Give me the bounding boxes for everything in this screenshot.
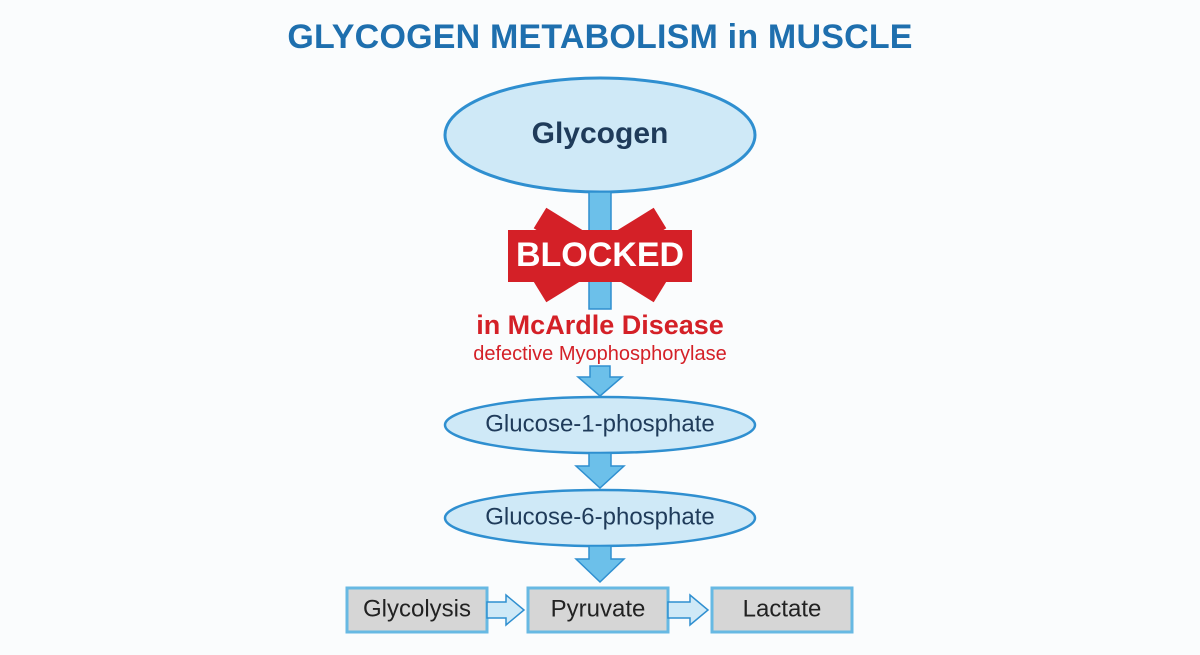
down-arrow-icon (574, 545, 626, 584)
glycogen-label: Glycogen (532, 117, 669, 150)
glucose-1-phosphate-node: Glucose-1-phosphate (443, 395, 757, 455)
glucose-6-phosphate-node: Glucose-6-phosphate (443, 488, 757, 548)
pyruvate-label: Pyruvate (551, 595, 646, 622)
cause-label: defective Myophosphorylase (473, 343, 726, 365)
glucose-1-phosphate-label: Glucose-1-phosphate (485, 410, 714, 437)
glycolysis-box: Glycolysis (345, 586, 489, 634)
glucose-6-phosphate-label: Glucose-6-phosphate (485, 503, 714, 530)
disease-label: in McArdle Disease (476, 310, 724, 340)
right-arrow-icon (486, 593, 526, 627)
blocked-label: BLOCKED (516, 236, 684, 274)
lactate-label: Lactate (743, 595, 822, 622)
pyruvate-box: Pyruvate (526, 586, 670, 634)
right-arrow-icon (667, 593, 710, 627)
glycolysis-label: Glycolysis (363, 595, 471, 622)
lactate-box: Lactate (710, 586, 854, 634)
glycogen-node: Glycogen (443, 76, 757, 194)
page-title: GLYCOGEN METABOLISM in MUSCLE (287, 18, 913, 56)
blocked-badge: BLOCKED (508, 230, 692, 282)
down-arrow-icon (574, 452, 626, 490)
down-arrow-icon (575, 365, 625, 397)
